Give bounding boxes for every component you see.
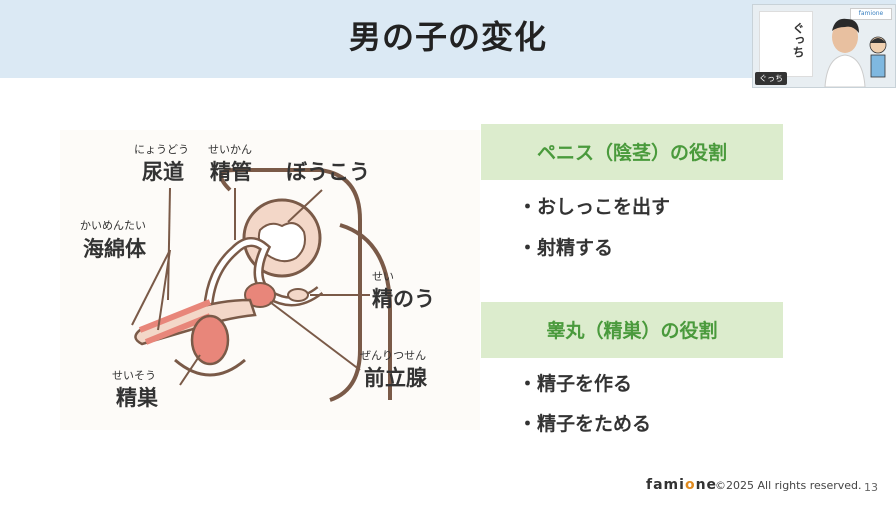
ruby-prostate: ぜんりつせん <box>360 349 427 362</box>
book-title: ぐっち <box>791 22 805 58</box>
label-prostate: 前立腺 <box>364 366 427 390</box>
role-title-testis: 睾丸（精巣）の役割 <box>546 320 718 342</box>
role-box-penis: ペニス（陰茎）の役割 <box>481 124 783 180</box>
anatomy-diagram <box>60 130 480 430</box>
ruby-urethra: にょうどう <box>134 143 189 156</box>
presenter-video[interactable]: ぐっち famione ぐっち <box>752 4 896 88</box>
role-item: ・おしっこを出す <box>518 196 671 218</box>
video-banner: famione <box>850 8 892 20</box>
page-number: 13 <box>864 481 878 494</box>
label-urethra: 尿道 <box>142 160 184 184</box>
role-item: ・精子を作る <box>518 373 633 395</box>
label-testis: 精巣 <box>116 386 158 410</box>
presenter-avatar <box>824 18 866 87</box>
label-spongy-body: 海綿体 <box>83 237 146 261</box>
ruby-seminal-vesicle: せい <box>372 270 394 283</box>
role-title-penis: ペニス（陰茎）の役割 <box>536 142 727 164</box>
mascot-icon <box>869 36 887 78</box>
copyright: ©2025 All rights reserved. <box>715 479 862 492</box>
ruby-testis: せいそう <box>112 369 156 382</box>
title-bar: 男の子の変化 <box>0 0 896 78</box>
label-bladder: ぼうこう <box>286 160 370 184</box>
role-box-testis: 睾丸（精巣）の役割 <box>481 302 783 358</box>
slide-title: 男の子の変化 <box>348 18 547 56</box>
role-item: ・精子をためる <box>518 413 652 435</box>
presenter-name-tag: ぐっち <box>755 72 787 85</box>
ruby-vas-deferens: せいかん <box>208 143 252 156</box>
famione-logo: famione <box>646 477 718 493</box>
ruby-spongy-body: かいめんたい <box>80 219 146 232</box>
role-item: ・射精する <box>518 237 614 259</box>
label-vas-deferens: 精管 <box>210 160 252 184</box>
book-cover: ぐっち <box>759 11 813 77</box>
label-seminal-vesicle: 精のう <box>372 287 435 311</box>
